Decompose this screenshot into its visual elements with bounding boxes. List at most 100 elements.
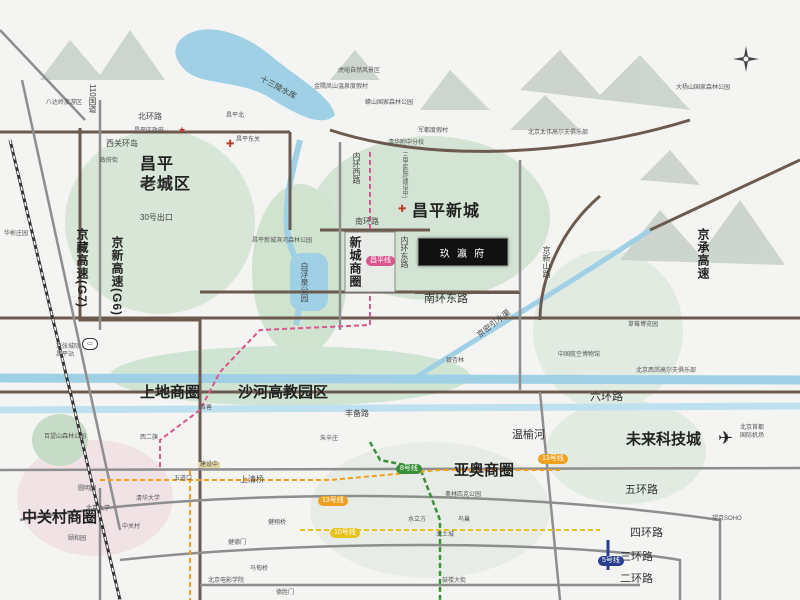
label-zhuxinzhuang: 朱辛庄 [320,436,339,442]
label-4th-ring: 四环路 [630,527,663,539]
label-deshengmen: 德胜门 [276,590,295,596]
label-jingxin-highway: 京新高速(G6) [110,236,124,316]
label-110-road: 110国道 [88,84,97,113]
label-under-construction: 建设中 [198,462,221,468]
label-beihuan-road: 北环路 [138,112,162,121]
baifuquan-lake [290,253,328,311]
label-2nd-ring: 二环路 [620,573,653,585]
label-jinyu-resort: 金隅凤山温泉度假村 [314,84,369,90]
wenyu-river [0,402,800,414]
label-hospital-construction: 三甲医院(建设中) [401,152,407,198]
label-zhengfujie: 政府街 [100,158,119,164]
label-yiheyuan: 颐和园 [68,536,87,542]
label-changping-gov: 昌平区政府 [134,128,165,134]
jingmi-channel [413,227,652,381]
label-jiandemen: 健德门 [228,540,247,546]
label-aviation-museum: 中国航空博物馆 [558,352,601,358]
label-nanhuan-road: 南环路 [355,217,379,226]
label-yaao-business: 亚奥商圈 [454,462,515,479]
label-changping-park: 昌平公园 [140,180,172,189]
project-marker[interactable]: 玖 瀛 府 [418,238,508,266]
weilai-park-area [546,400,706,504]
label-dayang-park: 大杨山国家森林公园 [676,85,731,91]
label-binhe-forest-park: 昌平新城滨河森林公园 [252,238,313,244]
label-qinghua-univ: 清华大学 [136,496,161,502]
label-film-academy: 北京电影学院 [208,578,245,584]
metro-line13-badge-2: 13号线 [538,454,568,465]
label-beitucheng: 北土城 [436,532,455,538]
label-capital-airport: 北京首都 国际机场 [740,425,765,439]
label-wudaokou: 五道口 [174,476,193,482]
metro-line8-badge: 8号线 [396,464,422,475]
label-yuanmingyuan: 圆明园 [78,486,97,492]
label-6th-ring: 六环路 [590,391,623,403]
label-strawberry-expo: 草莓博览园 [628,322,659,328]
yaao-park-area [310,442,550,578]
label-wangjing-soho: 望京SOHO [712,516,742,522]
label-xiguan-roundabout: 西关环岛 [106,139,138,148]
metro-line10-badge: 10号线 [330,528,360,539]
metro-line13-badge: 13号线 [318,496,348,507]
metro-line5-badge: 5号线 [598,556,624,567]
label-weilai-tech: 未来科技城 [626,431,702,448]
label-fengbei-road: 丰备路 [345,409,369,418]
label-shangdi-business: 上地商圈 [140,384,201,401]
label-mangshan-park: 蟒山国家森林公园 [365,100,414,106]
airplane-icon: ✈ [718,428,734,448]
label-neihuan-west: 内环西路 [352,152,361,184]
label-baiwang-park: 百望山森林公园 [44,434,87,440]
label-ginkgo-forest: 银杏林 [446,358,465,364]
label-changping-old-city: 昌平 老城区 [140,156,192,193]
east-park-area [533,250,683,410]
label-3rd-ring: 三环路 [620,551,653,563]
label-changping-station: 京张城际 昌平站 [56,344,81,358]
reservoir-shape [175,29,335,121]
label-shangqing-bridge: 上清桥 [240,475,264,484]
label-wenyu-river: 温榆河 [512,429,545,441]
label-taiwei-golf: 北京太伟高尔夫俱乐部 [528,130,589,136]
label-huabin-estate: 华彬庄园 [4,231,29,237]
compass-icon [733,46,759,72]
label-nanhuan-east: 南环东路 [424,293,468,305]
mountain-range [40,30,785,265]
label-5th-ring: 五环路 [625,484,658,496]
label-exit-30: 30号出口 [140,213,173,222]
highways [0,29,800,600]
hospital-icon-2: ✚ [226,139,235,150]
label-changping-new-city: 昌平新城 [412,203,481,220]
label-gulou: 鼓楼大街 [442,578,467,584]
hospital-icon: ✚ [398,204,407,215]
label-birds-nest: 鸟巢 [458,517,471,523]
label-shahe-education: 沙河高教园区 [238,384,329,401]
label-olympic-park: 奥林匹克公园 [445,492,482,498]
label-zhongguancun-business: 中关村商圈 [22,509,98,526]
label-jingcheng-highway: 京承高速 [696,228,710,280]
label-huyu-scenic: 虎峪自然风景区 [338,68,381,74]
label-west-golf: 北京西郊高尔夫俱乐部 [636,368,697,374]
label-lishan-road: 京新山路 [542,246,551,278]
label-zhongguancun: 中关村 [122,524,141,530]
government-star-icon: ★ [178,125,187,135]
label-badaling: 八达岭旅游区 [46,100,83,106]
label-water-cube: 水立方 [408,517,427,523]
railway-station-icon: ▭ [82,338,98,350]
changping-metro-line [159,152,371,470]
label-neihuan-east: 内环东路 [400,236,409,268]
label-baifuquan-park: 白浮泉公园 [300,262,309,302]
label-jianxiang: 健翔桥 [268,520,287,526]
shahe-river [0,373,800,385]
label-jingzang-highway: 京藏高速(G7) [75,228,89,308]
label-new-city-business: 新城商圈 [348,236,362,288]
old-city-park-area [65,130,255,314]
label-xierqi: 西二旗 [140,435,159,441]
metro-changping-line-badge: 昌平线 [366,256,395,267]
baiwang-park-area [32,414,88,466]
label-baiwang-bridge: 百善 [200,405,213,411]
label-beida: 北京大学 [86,506,111,512]
label-changping-north: 昌平北 [226,113,245,119]
label-qinghua-middle: 清华附中分校 [388,140,425,146]
label-jundu-resort: 军都度假村 [418,128,449,134]
label-changping-east: 昌平东关 [236,137,261,143]
